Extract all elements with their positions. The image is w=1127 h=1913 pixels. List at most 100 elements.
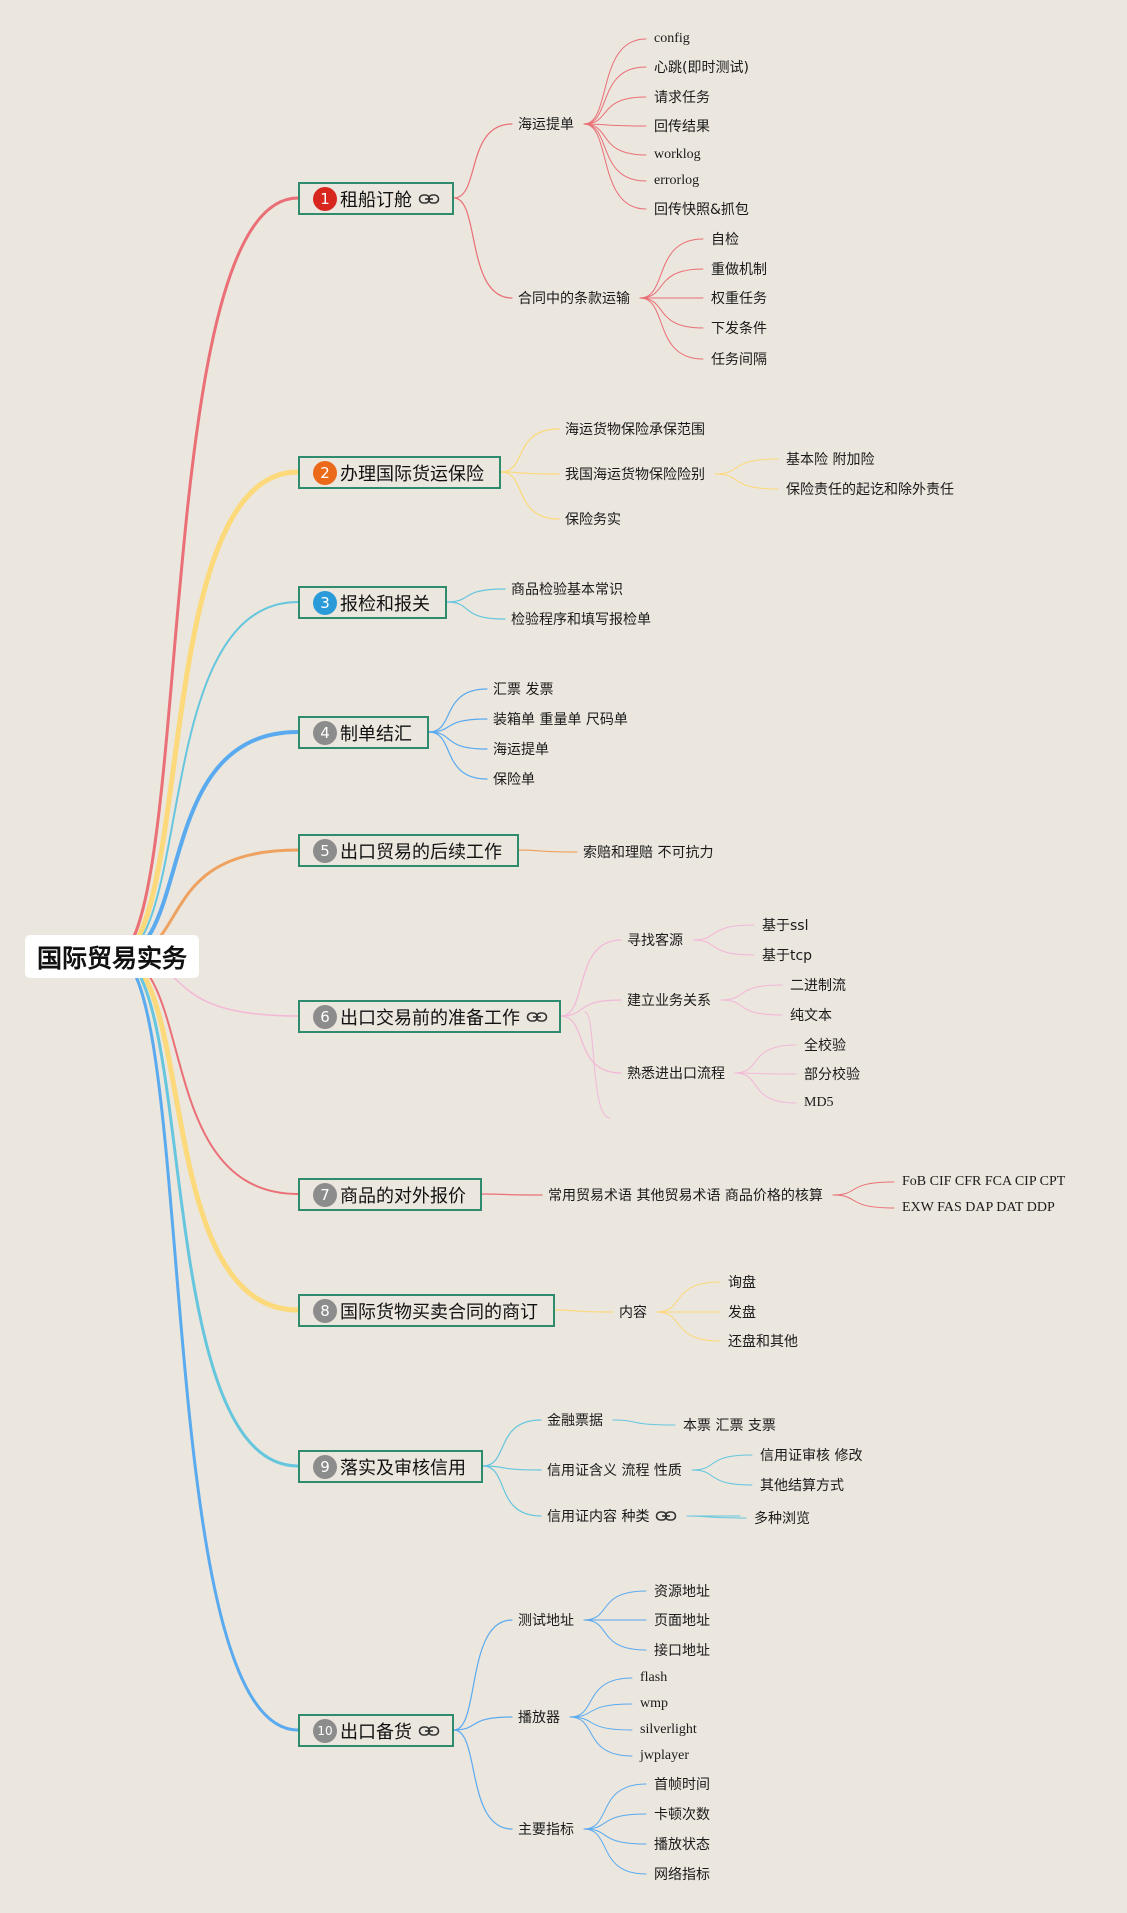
subtopic-8-1[interactable]: 内容: [619, 1302, 647, 1322]
leaf-line-1-2-2: [639, 268, 704, 299]
leaf-9-1-1[interactable]: 本票 汇票 支票: [683, 1418, 776, 1434]
link-icon[interactable]: [526, 1010, 548, 1024]
leaf-6-3-1[interactable]: 全校验: [804, 1038, 846, 1054]
subtopic-label: 播放器: [518, 1710, 560, 1726]
leaf-10-2-3[interactable]: silverlight: [640, 1722, 697, 1737]
leaf-line-10-1-3: [583, 1619, 647, 1651]
leaf-line-6-1-1: [692, 924, 755, 941]
number-badge: 4: [313, 720, 337, 745]
sub-line-8-1: [554, 1309, 614, 1313]
leaf-10-1-2[interactable]: 页面地址: [654, 1613, 710, 1629]
sub-line-2-1: [500, 428, 560, 473]
subtopic-10-3[interactable]: 主要指标: [518, 1819, 574, 1839]
leaf-1-2-4[interactable]: 下发条件: [711, 321, 767, 337]
leaf-1-2-2[interactable]: 重做机制: [711, 262, 767, 278]
leaf-line-9-1-1: [612, 1419, 676, 1426]
leaf-6-2-2[interactable]: 纯文本: [790, 1008, 832, 1024]
leaf-7-1-2[interactable]: EXW FAS DAP DAT DDP: [902, 1200, 1055, 1215]
leaf-1-2-3[interactable]: 权重任务: [711, 291, 767, 307]
sub-line-7-1: [481, 1193, 543, 1196]
stub-line-6: [584, 1011, 611, 1119]
leaf-10-3-3[interactable]: 播放状态: [654, 1837, 710, 1853]
leaf-9-2-2[interactable]: 其他结算方式: [760, 1478, 844, 1494]
leaf-line-7-1-2: [832, 1194, 895, 1209]
leaf-1-1-5[interactable]: worklog: [654, 147, 701, 162]
topic-label: 出口备货: [340, 1721, 412, 1743]
subtopic-1-2[interactable]: 合同中的条款运输: [518, 288, 630, 308]
subtopic-4-4[interactable]: 保险单: [493, 769, 535, 789]
subtopic-3-1[interactable]: 商品检验基本常识: [511, 579, 623, 599]
subtopic-2-1[interactable]: 海运货物保险承保范围: [565, 419, 705, 439]
subtopic-2-3[interactable]: 保险务实: [565, 509, 621, 529]
subtopic-label: 保险务实: [565, 512, 621, 528]
subtopic-6-2[interactable]: 建立业务关系: [627, 990, 711, 1010]
subtopic-6-3[interactable]: 熟悉进出口流程: [627, 1063, 725, 1083]
subtopic-6-1[interactable]: 寻找客源: [627, 930, 683, 950]
subtopic-label: 测试地址: [518, 1613, 574, 1629]
leaf-1-1-1[interactable]: config: [654, 31, 690, 46]
subtopic-10-1[interactable]: 测试地址: [518, 1610, 574, 1630]
leaf-10-2-1[interactable]: flash: [640, 1670, 668, 1685]
subtopic-5-1[interactable]: 索赔和理赔 不可抗力: [583, 842, 713, 862]
leaf-6-1-2[interactable]: 基于tcp: [762, 948, 813, 964]
sub-line-9-1: [482, 1419, 542, 1467]
leaf-10-2-2[interactable]: wmp: [640, 1696, 668, 1711]
subtopic-9-3[interactable]: 信用证内容 种类: [547, 1506, 677, 1526]
leaf-1-1-4[interactable]: 回传结果: [654, 119, 710, 135]
leaf-1-2-5[interactable]: 任务间隔: [711, 352, 767, 368]
subtopic-10-2[interactable]: 播放器: [518, 1707, 560, 1727]
leaf-10-3-1[interactable]: 首帧时间: [654, 1777, 710, 1793]
leaf-line-1-2-4: [639, 297, 704, 329]
link-icon[interactable]: [418, 1724, 440, 1738]
sub-line-10-1: [453, 1619, 513, 1731]
leaf-line-1-1-3: [583, 96, 647, 125]
leaf-10-2-4[interactable]: jwplayer: [640, 1748, 689, 1763]
leaf-7-1-1[interactable]: FoB CIF CFR FCA CIP CPT: [902, 1174, 1066, 1189]
subtopic-4-1[interactable]: 汇票 发票: [493, 679, 553, 699]
number-badge: 7: [313, 1182, 337, 1207]
leaf-8-1-2[interactable]: 发盘: [728, 1305, 756, 1321]
root-topic[interactable]: 国际贸易实务: [25, 935, 199, 978]
sub-line-6-1: [560, 939, 622, 1017]
link-icon[interactable]: [655, 1509, 677, 1523]
leaf-10-1-1[interactable]: 资源地址: [654, 1584, 710, 1600]
subtopic-7-1[interactable]: 常用贸易术语 其他贸易术语 商品价格的核算: [548, 1185, 823, 1205]
leaf-10-3-2[interactable]: 卡顿次数: [654, 1807, 710, 1823]
leaf-9-3-1[interactable]: 多种浏览: [754, 1511, 810, 1527]
leaf-8-1-1[interactable]: 询盘: [728, 1275, 756, 1291]
subtopic-3-2[interactable]: 检验程序和填写报检单: [511, 609, 651, 629]
leaf-1-1-3[interactable]: 请求任务: [654, 90, 710, 106]
leaf-6-2-1[interactable]: 二进制流: [790, 978, 846, 994]
subtopic-2-2[interactable]: 我国海运货物保险险别: [565, 464, 705, 484]
leaf-8-1-3[interactable]: 还盘和其他: [728, 1334, 798, 1350]
leaf-1-1-6[interactable]: errorlog: [654, 173, 700, 188]
leaf-6-1-1[interactable]: 基于ssl: [762, 918, 809, 934]
subtopic-9-2[interactable]: 信用证含义 流程 性质: [547, 1460, 682, 1480]
subtopic-4-2[interactable]: 装箱单 重量单 尺码单: [493, 709, 628, 729]
leaf-10-3-4[interactable]: 网络指标: [654, 1867, 710, 1883]
leaf-10-1-3[interactable]: 接口地址: [654, 1643, 710, 1659]
leaf-1-1-7[interactable]: 回传快照&抓包: [654, 202, 749, 218]
leaf-6-3-2[interactable]: 部分校验: [804, 1067, 860, 1083]
leaf-6-3-3[interactable]: MD5: [804, 1095, 834, 1110]
link-icon[interactable]: [418, 192, 440, 206]
leaf-2-2-2[interactable]: 保险责任的起讫和除外责任: [786, 482, 954, 498]
leaf-2-2-1[interactable]: 基本险 附加险: [786, 452, 875, 468]
subtopic-9-1[interactable]: 金融票据: [547, 1410, 603, 1430]
leaf-9-2-1[interactable]: 信用证审核 修改: [760, 1448, 863, 1464]
subtopic-4-3[interactable]: 海运提单: [493, 739, 549, 759]
leaf-1-2-1[interactable]: 自检: [711, 232, 739, 248]
subtopic-label: 我国海运货物保险险别: [565, 467, 705, 483]
leaf-1-1-2[interactable]: 心跳(即时测试): [654, 60, 749, 76]
subtopic-1-1[interactable]: 海运提单: [518, 114, 574, 134]
